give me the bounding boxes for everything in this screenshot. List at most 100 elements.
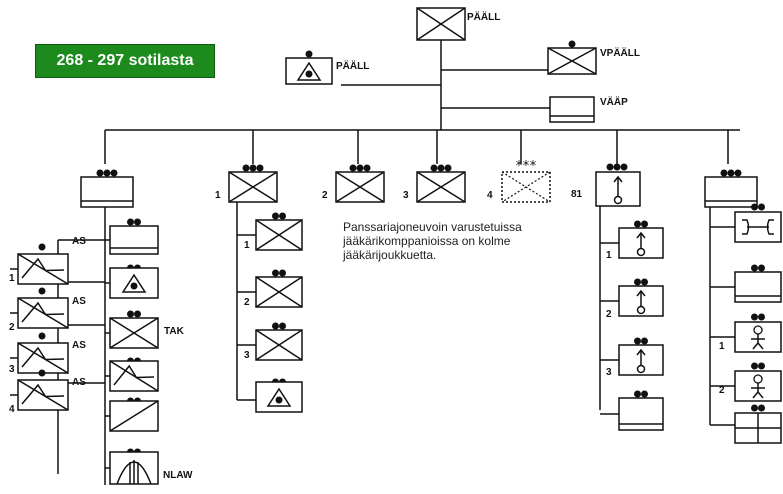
label-as-4: AS (72, 377, 86, 388)
antitank-zigzag (21, 301, 65, 323)
mortar-base-circle (613, 195, 623, 205)
echelon-dot (606, 163, 614, 171)
label-mortar-1: 1 (606, 250, 612, 261)
echelon-dot (127, 218, 134, 226)
label-tak: TAK (164, 326, 184, 337)
label-sergeant-major: VÄÄP (600, 97, 628, 108)
echelon-dot (437, 164, 445, 172)
unit-diagonal-line (109, 360, 159, 392)
echelon-dot (751, 203, 758, 211)
label-weapon-1: 1 (9, 273, 15, 284)
echelon-dot (242, 164, 250, 172)
echelon-dot (634, 390, 641, 398)
echelon-dot (279, 322, 286, 330)
echelon-dot (751, 404, 758, 412)
echelon-dot (758, 313, 765, 321)
echelon-dot (249, 164, 257, 172)
echelon-dot (272, 269, 279, 277)
label-support-2: 2 (719, 385, 725, 396)
echelon-dot (38, 332, 46, 340)
label-as-2: AS (72, 296, 86, 307)
antitank-zigzag (113, 364, 155, 386)
echelon-dot (568, 40, 576, 48)
mortar-arrow-head (636, 231, 646, 239)
mortar-base-circle (636, 247, 646, 257)
unit-cross-line (547, 47, 597, 75)
echelon-dot (356, 164, 364, 172)
mortar-base-circle (636, 305, 646, 315)
echelon-dot (758, 404, 765, 412)
echelon-dot (634, 278, 641, 286)
note-line: jääkärijoukkuetta. (343, 248, 437, 262)
label-company-commander: PÄÄLL (467, 12, 501, 23)
hq-diagonal-line (109, 400, 159, 432)
unit-cross-line (416, 7, 466, 41)
label-squad-3: 3 (244, 350, 250, 361)
echelon-dot (134, 218, 141, 226)
person-leg-line (757, 342, 764, 350)
sergeant-major-symbol (549, 96, 595, 123)
unit-cross-line (109, 317, 159, 349)
note-line: jääkärikomppanioissa on kolme (343, 234, 511, 248)
echelon-dot (279, 269, 286, 277)
person-leg-line (757, 391, 764, 399)
echelon-dot (38, 287, 46, 295)
echelon-dot (758, 362, 765, 370)
mortar-arrow-head (613, 175, 623, 183)
label-support-1: 1 (719, 341, 725, 352)
antitank-zigzag (21, 257, 65, 279)
label-mortar-3: 3 (606, 367, 612, 378)
unit-diagonal-line (17, 297, 69, 329)
label-weapon-2: 2 (9, 322, 15, 333)
echelon-dot (305, 50, 313, 58)
echelon-dot (751, 362, 758, 370)
unit-diagonal-line (17, 379, 69, 411)
mortar-base-circle (636, 364, 646, 374)
unit-cross-line (228, 171, 278, 203)
label-squad-1: 1 (244, 240, 250, 251)
person-leg-line (752, 391, 759, 399)
unit-cross-line (255, 329, 303, 361)
echelon-dot (751, 313, 758, 321)
echelon-dot (620, 163, 628, 171)
mortar-arrow-head (636, 348, 646, 356)
echelon-dot (256, 164, 264, 172)
echelon-star: * (523, 159, 530, 174)
echelon-dot (103, 169, 111, 177)
label-platoon-1: 1 (215, 190, 221, 201)
echelon-dot (444, 164, 452, 172)
echelon-dot (758, 264, 765, 272)
echelon-dot (349, 164, 357, 172)
antitank-zigzag (21, 383, 65, 405)
echelon-dot (38, 369, 46, 377)
echelon-dot (734, 169, 742, 177)
echelon-star: * (530, 159, 537, 174)
unit-cross-line (255, 276, 303, 308)
echelon-dot (127, 310, 134, 318)
antitank-zigzag (21, 346, 65, 368)
hq-platoon-symbol (80, 176, 134, 208)
person-leg-line (752, 342, 759, 350)
label-nlaw: NLAW (163, 470, 193, 481)
supply-symbol (734, 271, 782, 303)
echelon-dot (641, 220, 648, 228)
label-platoon-4: 4 (487, 190, 493, 201)
unit-diagonal-line (17, 253, 69, 285)
echelon-dot (720, 169, 728, 177)
echelon-dot (279, 212, 286, 220)
echelon-dot (363, 164, 371, 172)
label-weapon-4: 4 (9, 404, 15, 415)
echelon-dot (96, 169, 104, 177)
label-commander-vehicle: PÄÄLL (336, 61, 370, 72)
label-deputy-commander: VPÄÄLL (600, 48, 640, 59)
support-platoon-symbol (704, 176, 758, 208)
echelon-dot (634, 337, 641, 345)
note-line: Panssariajoneuvoin varustetuissa (343, 220, 522, 234)
echelon-dot (634, 220, 641, 228)
echelon-dot (272, 212, 279, 220)
echelon-dot (751, 264, 758, 272)
observation-eye (130, 282, 138, 290)
person-head (753, 325, 763, 335)
